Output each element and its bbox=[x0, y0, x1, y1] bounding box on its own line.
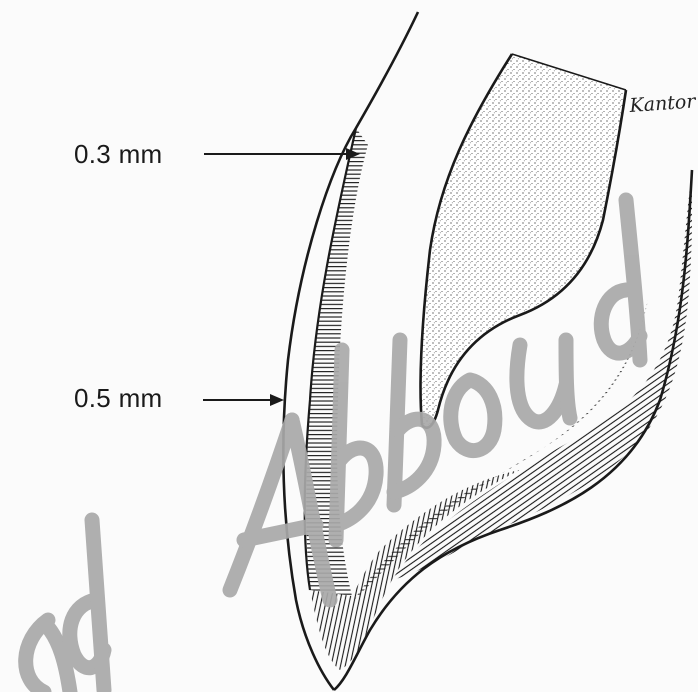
measurement-label-bottom: 0.5 mm bbox=[74, 383, 162, 414]
arrow-bottom bbox=[203, 394, 284, 406]
signature: Kantor bbox=[628, 90, 698, 117]
svg-text:Kantor: Kantor bbox=[628, 90, 698, 117]
arrow-top bbox=[204, 148, 360, 160]
measurement-label-top: 0.3 mm bbox=[74, 139, 162, 170]
